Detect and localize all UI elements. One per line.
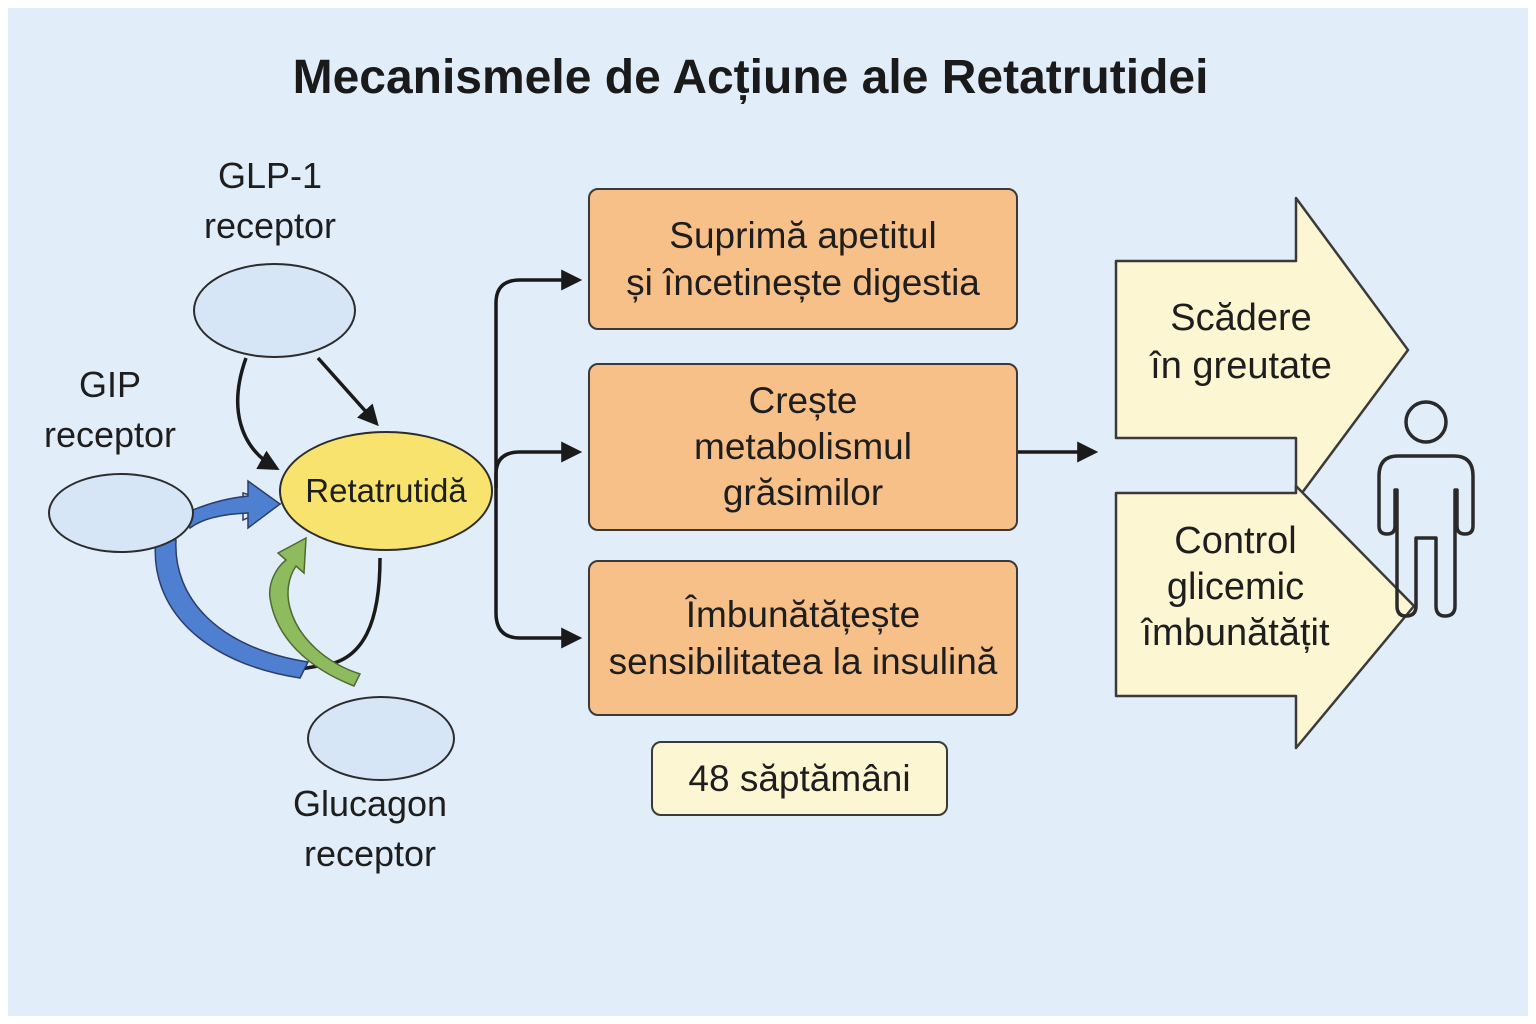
outcome-glycemic-line3: îmbunătățit <box>1141 612 1330 654</box>
glp1-curve-arrow <box>236 357 280 471</box>
effect-fat-line3: grăsimilor <box>722 472 884 513</box>
duration-text: 48 săptămâni <box>688 757 911 799</box>
gip-label-line1: GIP <box>78 364 141 405</box>
outcome-glycemic-control: Control glicemic îmbunătățit <box>1108 518 1363 656</box>
glp1-label-line2: receptor <box>203 205 337 246</box>
outcome-weight-line1: Scădere <box>1170 297 1312 339</box>
outcome-glycemic-line1: Control <box>1174 520 1297 562</box>
bracket-line-bottom <box>494 488 583 649</box>
glucagon-label-line1: Glucagon <box>292 783 448 824</box>
gip-label: GIP receptor <box>10 360 210 460</box>
outcome-arrow-glycemic-shape <box>1114 484 1416 750</box>
effect-fat-line1: Crește <box>748 380 858 421</box>
glp1-straight-arrow <box>316 356 379 427</box>
effect-insulin-line2: sensibilitatea la insulină <box>608 641 998 682</box>
glucagon-label-line2: receptor <box>303 833 437 874</box>
effect-insulin: Îmbunătățește sensibilitatea la insulină <box>588 560 1018 716</box>
glp1-label-line1: GLP-1 <box>217 155 323 196</box>
effect-insulin-line1: Îmbunătățește <box>685 594 921 635</box>
glucagon-arrow-band <box>268 536 362 687</box>
drug-feedback-curve <box>283 557 382 674</box>
connector-layer <box>154 196 1475 750</box>
retatrutide-node: Retatrutidă <box>279 431 493 551</box>
effect-appetite: Suprimă apetitul și încetinește digestia <box>588 188 1018 330</box>
glucagon-label: Glucagon receptor <box>270 779 470 879</box>
bracket-line <box>494 269 583 488</box>
effect-appetite-line1: Suprimă apetitul <box>669 215 937 256</box>
glp1-receptor <box>193 263 356 358</box>
gip-arrow-head-band <box>185 479 282 530</box>
outcome-glycemic-line2: glicemic <box>1166 566 1305 608</box>
effect-appetite-line2: și încetinește digestia <box>626 262 980 303</box>
diagram-canvas: Mecanismele de Acțiune ale Retatrutidei <box>8 8 1528 1016</box>
drug-name: Retatrutidă <box>305 472 467 509</box>
effect-fat-metabolism: Crește metabolismul grăsimilor <box>588 363 1018 531</box>
gip-receptor <box>48 473 194 553</box>
page-title: Mecanismele de Acțiune ale Retatrutidei <box>292 51 1209 104</box>
glp1-label: GLP-1 receptor <box>170 151 370 251</box>
outcome-weight-line2: în greutate <box>1150 345 1332 387</box>
person-icon <box>1377 400 1475 618</box>
bracket-line-middle <box>494 441 583 488</box>
effect-fat-line2: metabolismul <box>694 426 912 467</box>
glucagon-receptor <box>307 696 455 781</box>
outcome-weight-loss: Scădere în greutate <box>1116 294 1366 390</box>
duration-badge: 48 săptămâni <box>651 741 948 816</box>
gip-label-line2: receptor <box>43 414 177 455</box>
outcome-arrow-weight-shape <box>1114 196 1410 503</box>
